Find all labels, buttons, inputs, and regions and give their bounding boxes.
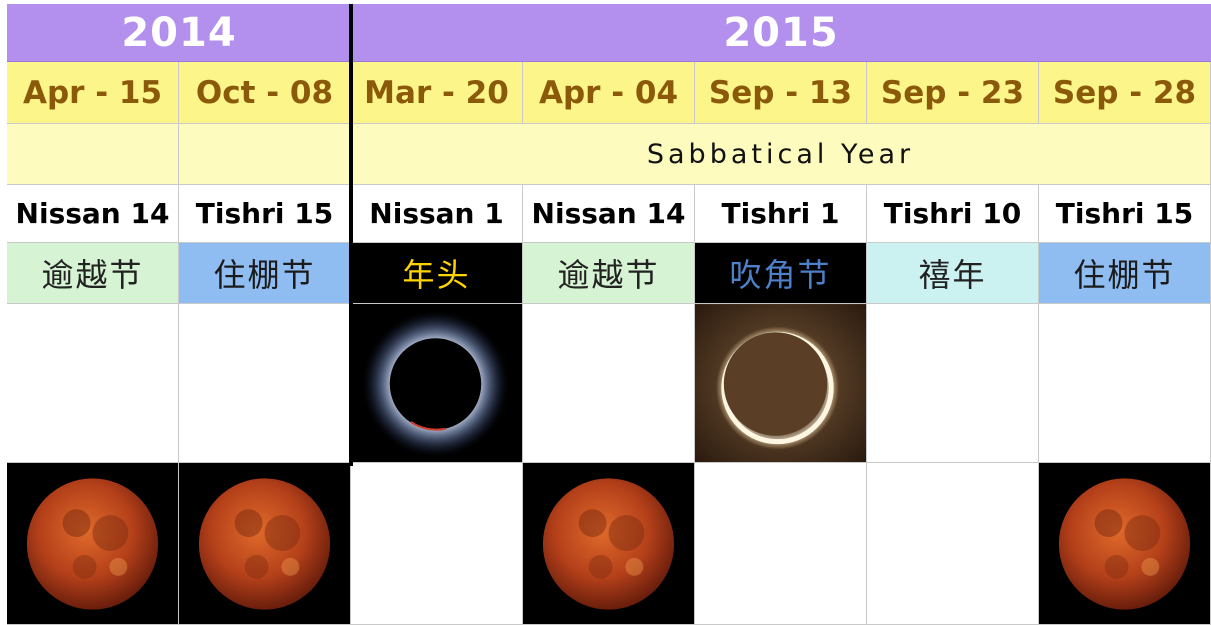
empty-image-cell — [179, 304, 351, 463]
hebrew-date-cell: Nissan 1 — [351, 185, 523, 243]
blood-moon-image — [7, 463, 179, 625]
sabbatical-year-banner: Sabbatical Year — [351, 124, 1211, 185]
date-cell: Sep - 23 — [867, 62, 1039, 124]
year-label: 2014 — [121, 9, 237, 56]
feast-cell-tabernacles: 住棚节 — [179, 243, 351, 304]
total-solar-eclipse-image — [351, 304, 523, 463]
sabbatical-empty-cell — [7, 124, 179, 185]
feast-cell-jubilee: 禧年 — [867, 243, 1039, 304]
date-cell: Mar - 20 — [351, 62, 523, 124]
date-cell: Apr - 15 — [7, 62, 179, 124]
empty-image-cell — [695, 463, 867, 625]
hebrew-date-cell: Nissan 14 — [523, 185, 695, 243]
empty-image-cell — [7, 304, 179, 463]
sabbatical-empty-cell — [179, 124, 351, 185]
feast-cell-trumpets: 吹角节 — [695, 243, 867, 304]
feast-cell-passover: 逾越节 — [7, 243, 179, 304]
empty-image-cell — [1039, 304, 1211, 463]
feast-cell-tabernacles: 住棚节 — [1039, 243, 1211, 304]
blood-moon-icon — [7, 463, 178, 624]
hebrew-date-cell: Tishri 10 — [867, 185, 1039, 243]
date-cell: Sep - 13 — [695, 62, 867, 124]
blood-moon-icon — [523, 463, 694, 624]
sabbatical-year-label: Sabbatical Year — [646, 138, 915, 170]
hebrew-date-cell: Tishri 1 — [695, 185, 867, 243]
empty-image-cell — [523, 304, 695, 463]
empty-image-cell — [867, 304, 1039, 463]
blood-moon-image — [523, 463, 695, 625]
hebrew-date-cell: Nissan 14 — [7, 185, 179, 243]
blood-moon-icon — [1039, 463, 1210, 624]
hebrew-date-cell: Tishri 15 — [179, 185, 351, 243]
blood-moon-icon — [179, 463, 350, 624]
blood-moon-image — [1039, 463, 1211, 625]
hebrew-date-cell: Tishri 15 — [1039, 185, 1211, 243]
date-cell: Apr - 04 — [523, 62, 695, 124]
date-cell: Sep - 28 — [1039, 62, 1211, 124]
eclipse-timeline-table: 2014 2015 Apr - 15 Oct - 08 Mar - 20 Apr… — [7, 4, 1211, 625]
year-header-2014: 2014 — [7, 4, 351, 62]
year-divider-line — [349, 4, 353, 466]
total-solar-eclipse-icon — [351, 304, 522, 462]
feast-cell-new-year: 年头 — [351, 243, 523, 304]
empty-image-cell — [867, 463, 1039, 625]
feast-cell-passover: 逾越节 — [523, 243, 695, 304]
year-header-2015: 2015 — [351, 4, 1211, 62]
empty-image-cell — [351, 463, 523, 625]
annular-solar-eclipse-image — [695, 304, 867, 463]
date-cell: Oct - 08 — [179, 62, 351, 124]
year-label: 2015 — [723, 9, 839, 56]
blood-moon-image — [179, 463, 351, 625]
annular-solar-eclipse-icon — [695, 304, 866, 462]
